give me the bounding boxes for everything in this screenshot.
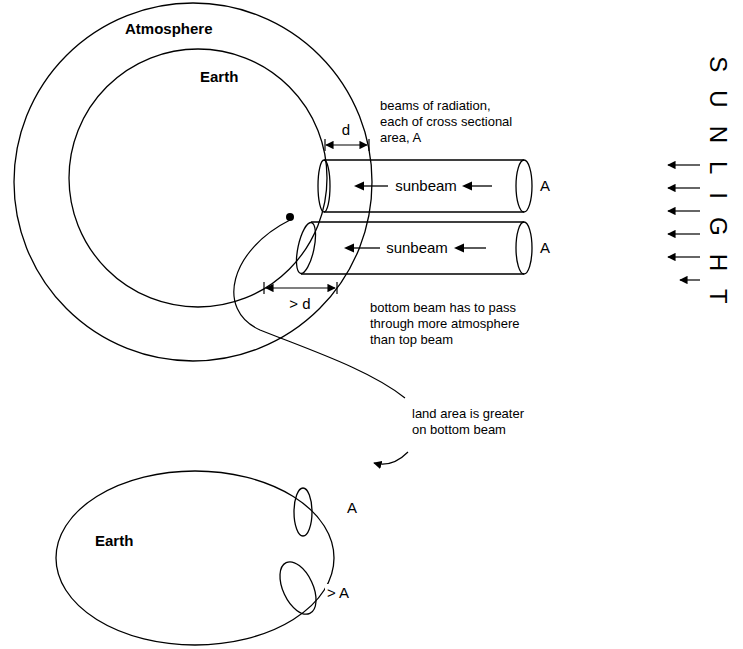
earth-globe-stroke [294, 488, 312, 536]
dimension-arrow [326, 144, 367, 145]
earth-circle: Earth [68, 48, 328, 308]
atmosphere-circle-outline [13, 2, 373, 362]
sunbeam-cylinder-stroke [454, 244, 464, 253]
sunlight-arrow [668, 233, 700, 234]
earth-globe-stroke [56, 471, 334, 645]
sunbeam-cylinder: sunbeam [316, 158, 538, 214]
sunbeam-cylinder-stroke [354, 182, 364, 191]
dimension-tick [324, 139, 325, 151]
area-label: A [345, 499, 359, 517]
sunbeam-cylinder-stroke [301, 222, 524, 274]
node-label: sunbeam [384, 239, 450, 257]
node-label: sunbeam [393, 177, 459, 195]
area-label: A [538, 239, 552, 257]
sunbeam-cylinder-stroke [470, 185, 492, 186]
marker-dot [286, 213, 294, 221]
sunbeam-cylinder-stroke [352, 247, 380, 248]
area-label: A [538, 177, 552, 195]
node-label: Earth [200, 68, 238, 86]
dimension-label: > d [287, 295, 312, 313]
sunbeam-cylinder-stroke [344, 244, 354, 253]
sunbeam-cylinder-stroke [293, 221, 319, 275]
sunbeam-cylinder-stroke [324, 160, 524, 212]
earth-globe: Earth [55, 469, 335, 647]
earth-circle-outline [68, 48, 328, 308]
sunbeam-cylinder-stroke [318, 160, 330, 212]
atmosphere-circle: AtmosphereEarth [13, 2, 373, 362]
sunbeam-cylinder-stroke [516, 160, 532, 212]
sunlight-arrow [668, 210, 700, 211]
annotation-note: bottom beam has to pass through more atm… [370, 300, 535, 348]
sunbeam-cylinder: sunbeam [292, 220, 538, 276]
dimension-arrow [266, 287, 335, 288]
sunbeam-cylinder-stroke [362, 185, 388, 186]
sunbeam-cylinder-stroke [462, 247, 486, 248]
earth-globe-outline [55, 469, 335, 647]
sunbeam-cylinder-stroke [462, 182, 472, 191]
earth-globe-stroke [273, 556, 324, 619]
sunlight-arrow [668, 256, 700, 257]
sunbeam-cylinder-stroke [516, 222, 532, 274]
leader-arrow [374, 452, 408, 464]
annotation-note: land area is greater on bottom beam [412, 406, 526, 438]
sunlight-arrow [668, 164, 700, 165]
node-label: Earth [95, 532, 133, 550]
dimension-label: d [340, 121, 352, 139]
annotation-note: beams of radiation, each of cross sectio… [380, 98, 515, 146]
sunlight-label: SUNLIGHT [706, 38, 730, 321]
sunlight-arrow [668, 187, 700, 188]
atmosphere-circle-stroke [14, 3, 372, 361]
earth-circle-stroke [69, 49, 327, 307]
sunlight-arrow [680, 279, 700, 280]
area-label: > A [325, 584, 351, 602]
node-label: Atmosphere [125, 20, 213, 38]
